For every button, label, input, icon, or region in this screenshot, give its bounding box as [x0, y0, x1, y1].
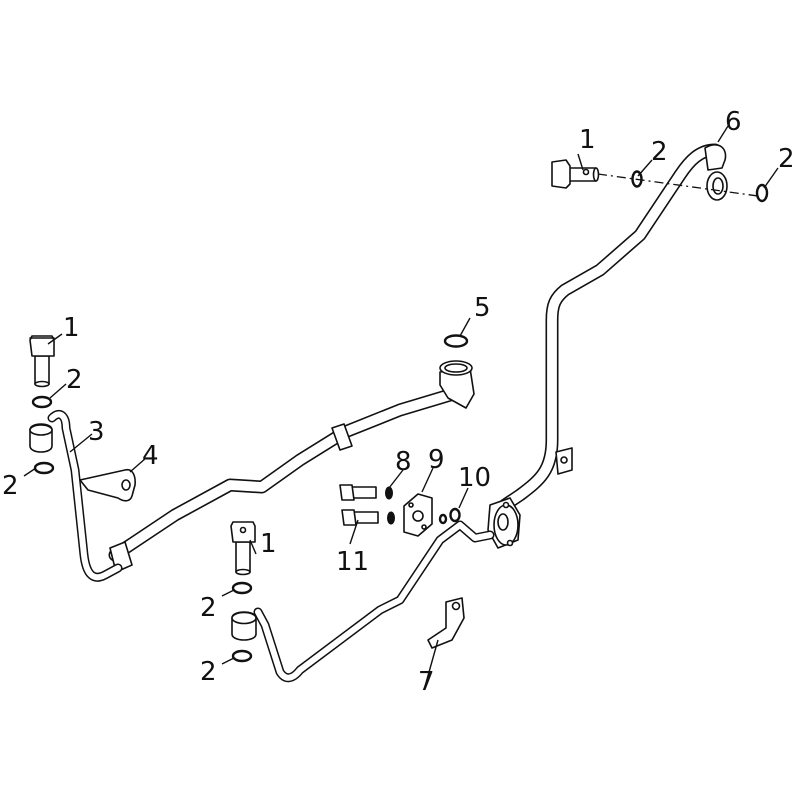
spring-washer-8	[385, 486, 395, 525]
flange-block	[487, 497, 521, 549]
callout-10: 10	[458, 463, 491, 493]
callout-1-top-right: 1	[579, 125, 596, 155]
main-oil-pipe	[498, 143, 722, 512]
banjo-eye-left	[29, 423, 53, 453]
bracket-7	[427, 597, 465, 649]
callout-5: 5	[474, 293, 491, 323]
assembly-axis-line	[597, 173, 759, 197]
callout-9: 9	[428, 445, 445, 475]
sealing-washer	[31, 395, 53, 409]
callout-8: 8	[395, 447, 412, 477]
banjo-bolt-left	[29, 335, 55, 388]
sealing-washer	[231, 581, 253, 595]
callout-4: 4	[142, 441, 159, 471]
pipe-clamp-bracket-right	[555, 447, 573, 475]
callout-2-left-lower: 2	[2, 471, 19, 501]
callout-labels: 1 2 6 2 1 5 2 3 4 2 8 9 10 11 1 2 2 7	[2, 107, 795, 697]
flange-plate-9	[403, 493, 433, 537]
banjo-fitting-top	[704, 144, 728, 201]
callout-2-middle-lower: 2	[200, 657, 217, 687]
banjo-bolt-top-right	[551, 159, 600, 189]
callout-1-left: 1	[63, 313, 80, 343]
callout-11: 11	[336, 547, 369, 577]
callout-2-middle-upper: 2	[200, 593, 217, 623]
callout-2-left-upper: 2	[66, 365, 83, 395]
o-ring-10	[438, 507, 461, 525]
pipe-inlet-elbow	[439, 360, 475, 409]
left-oil-pipe	[47, 409, 123, 582]
banjo-eye-middle	[231, 611, 257, 641]
large-middle-pipe	[108, 388, 457, 573]
sealing-washer	[231, 649, 253, 663]
o-ring-5	[443, 334, 469, 348]
leader-lines	[23, 125, 779, 691]
callout-2-top: 2	[651, 137, 668, 167]
callout-7: 7	[418, 667, 435, 697]
bolt-11-upper	[339, 484, 377, 501]
bracket-4	[79, 468, 136, 502]
sealing-washer	[33, 461, 55, 475]
lower-oil-pipe	[253, 520, 495, 683]
callout-6: 6	[725, 107, 742, 137]
callout-3: 3	[88, 417, 105, 447]
callout-1-middle: 1	[260, 529, 277, 559]
banjo-bolt-middle	[230, 521, 256, 576]
callout-2-far-right: 2	[778, 144, 795, 174]
bolt-11-lower	[341, 509, 379, 526]
sealing-washer	[755, 183, 769, 203]
